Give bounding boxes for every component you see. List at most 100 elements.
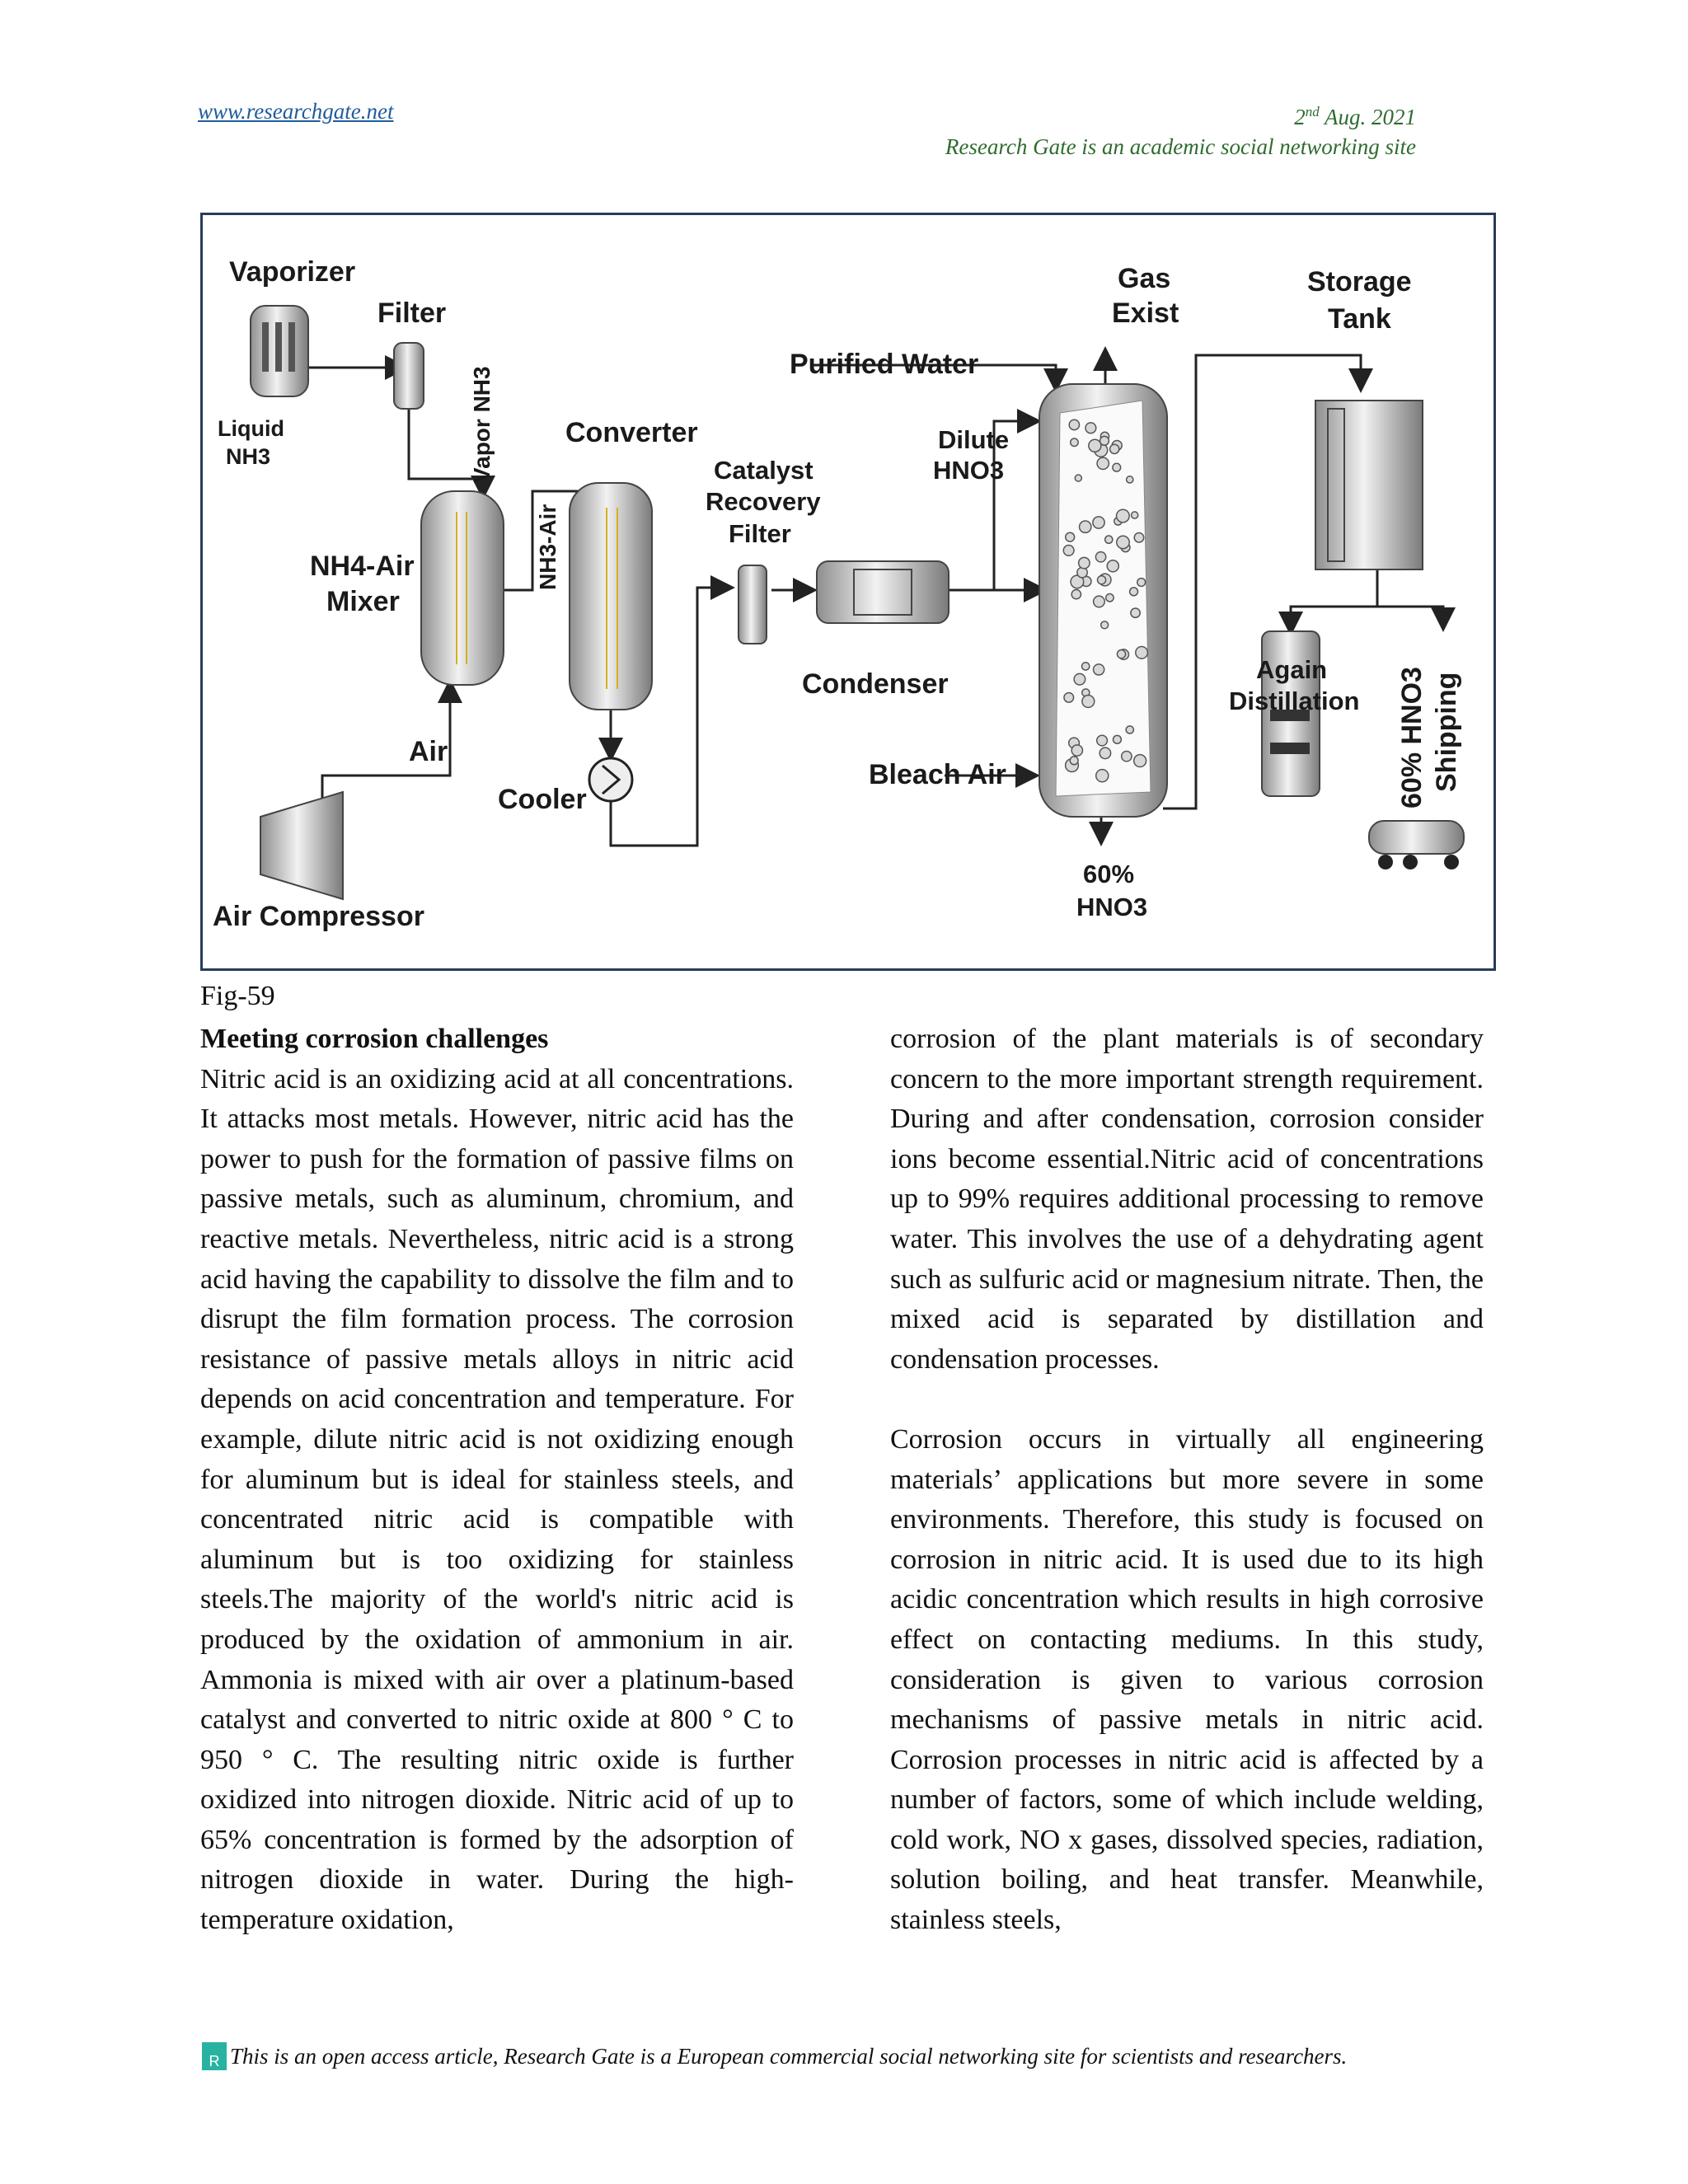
tower-bubble: [1071, 588, 1082, 600]
pipe-dilute-loop: [992, 409, 1042, 590]
label-catalyst-1: Catalyst: [714, 456, 814, 485]
label-again-1: Again: [1256, 655, 1327, 684]
label-product-2: HNO3: [1076, 893, 1147, 921]
label-dilute-1: Dilute: [938, 425, 1009, 454]
label-shipping-2: Shipping: [1431, 673, 1462, 792]
label-vapor-nh3: Vapor NH3: [469, 366, 495, 483]
catalyst-filter-vessel: [738, 565, 767, 644]
tower-bubble: [1099, 435, 1110, 447]
label-cooler: Cooler: [498, 784, 587, 815]
right-column: corrosion of the plant materials is of s…: [890, 1019, 1484, 1941]
tower-bubble: [1092, 516, 1105, 529]
tower-bubble: [1104, 535, 1114, 545]
label-storage-1: Storage: [1307, 266, 1412, 298]
tower-bubble: [1112, 462, 1122, 472]
header-tagline: Research Gate is an academic social netw…: [945, 134, 1416, 159]
label-filter: Filter: [377, 298, 446, 329]
label-purified-water: Purified Water: [790, 349, 978, 380]
tower-bubble: [1116, 535, 1130, 550]
tower-bubble: [1132, 753, 1147, 768]
tower-bubble: [1062, 544, 1075, 556]
label-mixer-1: NH4-Air: [310, 551, 415, 582]
tower-bubble: [1116, 649, 1127, 659]
air-compressor-unit: [260, 790, 344, 901]
pipes: [302, 346, 1456, 847]
pipe-filter-mixer: [407, 405, 495, 500]
tower-bubble: [1104, 593, 1114, 602]
tower-bubble: [1095, 551, 1107, 563]
pipe-to-shipping: [1377, 605, 1456, 632]
tower-bubble: [1137, 577, 1146, 588]
figure-caption: Fig-59: [200, 981, 275, 1011]
converter-vessel: [569, 482, 653, 710]
tower-bubble: [1070, 574, 1085, 589]
tower-bubble: [1077, 556, 1090, 569]
distillation-column: [1261, 630, 1320, 797]
tower-bubble: [1096, 457, 1110, 471]
tower-bubble: [1078, 520, 1092, 534]
tower-bubble: [1133, 532, 1145, 543]
mixer-vessel: [420, 490, 504, 686]
label-catalyst-2: Recovery: [706, 487, 821, 516]
tower-bubble: [1081, 694, 1095, 709]
tower-bubbles: [1062, 419, 1149, 783]
label-dilute-2: HNO3: [933, 456, 1004, 485]
label-again-2: Distillation: [1229, 687, 1359, 715]
tower-bubble: [1069, 438, 1079, 448]
tower-bubble: [1115, 509, 1130, 523]
date-rest: Aug. 2021: [1319, 105, 1416, 129]
label-condenser: Condenser: [802, 668, 949, 700]
pipe-mixer-converter: [499, 490, 598, 592]
label-storage-2: Tank: [1328, 303, 1391, 335]
tower-bubble: [1130, 607, 1141, 619]
tower-bubble: [1095, 734, 1109, 747]
label-air-compressor: Air Compressor: [213, 901, 424, 932]
tower-bubble: [1106, 559, 1120, 573]
tower-bubble: [1063, 691, 1075, 703]
tower-bubble: [1130, 511, 1139, 519]
tower-bubble: [1128, 587, 1139, 597]
tanker-truck: [1368, 820, 1465, 869]
header-info: 2nd Aug. 2021 Research Gate is an academ…: [945, 97, 1416, 162]
process-diagram-svg: Vaporizer Filter Liquid NH3 Vapor NH3 NH…: [213, 256, 1465, 932]
pipe-to-distillation: [1278, 569, 1379, 636]
tower-bubble: [1071, 744, 1084, 757]
tower-bubble: [1092, 595, 1105, 608]
section-heading: Meeting corrosion challenges: [200, 1024, 549, 1054]
condenser-unit: [816, 560, 950, 624]
cooler-unit: [588, 757, 634, 803]
tower-bubble: [1135, 645, 1149, 659]
label-product-1: 60%: [1083, 860, 1134, 888]
left-column: Meeting corrosion challenges Nitric acid…: [200, 1019, 794, 1941]
tower-bubble: [1064, 532, 1076, 542]
left-paragraph: Nitric acid is an oxidizing acid at all …: [200, 1063, 794, 1936]
date-suffix: nd: [1305, 104, 1320, 120]
tower-bubble: [1069, 756, 1079, 766]
tower-bubble: [1112, 734, 1123, 744]
pipe-to-storage: [1163, 354, 1373, 810]
filter-vessel: [393, 342, 424, 410]
process-diagram: Vaporizer Filter Liquid NH3 Vapor NH3 NH…: [200, 213, 1496, 971]
date-day: 2: [1294, 105, 1306, 129]
header-site-link[interactable]: www.researchgate.net: [198, 99, 394, 124]
label-mixer-2: Mixer: [326, 586, 400, 617]
label-nh3-air: NH3-Air: [535, 504, 560, 590]
pipe-purified-water: [813, 363, 1068, 393]
label-liquid-nh3-2: NH3: [226, 444, 270, 469]
header-date: 2nd Aug. 2021: [945, 97, 1416, 132]
tower-bubble: [1100, 621, 1109, 630]
label-catalyst-3: Filter: [729, 519, 791, 548]
vaporizer-vessel: [250, 305, 309, 397]
tower-bubble: [1109, 443, 1120, 455]
tower-bubble: [1068, 419, 1081, 431]
tower-bubble: [1125, 476, 1134, 484]
label-gas-2: Exist: [1112, 298, 1179, 329]
tower-bubble: [1125, 725, 1135, 734]
tower-bubble: [1092, 663, 1105, 676]
right-paragraph-1: corrosion of the plant materials is of s…: [890, 1024, 1484, 1375]
right-paragraph-2: Corrosion occurs in virtually all engine…: [890, 1423, 1484, 1936]
tower-bubble: [1088, 438, 1102, 452]
tower-bubble: [1096, 574, 1107, 585]
footer-text: This is an open access article, Research…: [230, 2043, 1348, 2069]
pipe-cooler-filter: [609, 575, 735, 847]
